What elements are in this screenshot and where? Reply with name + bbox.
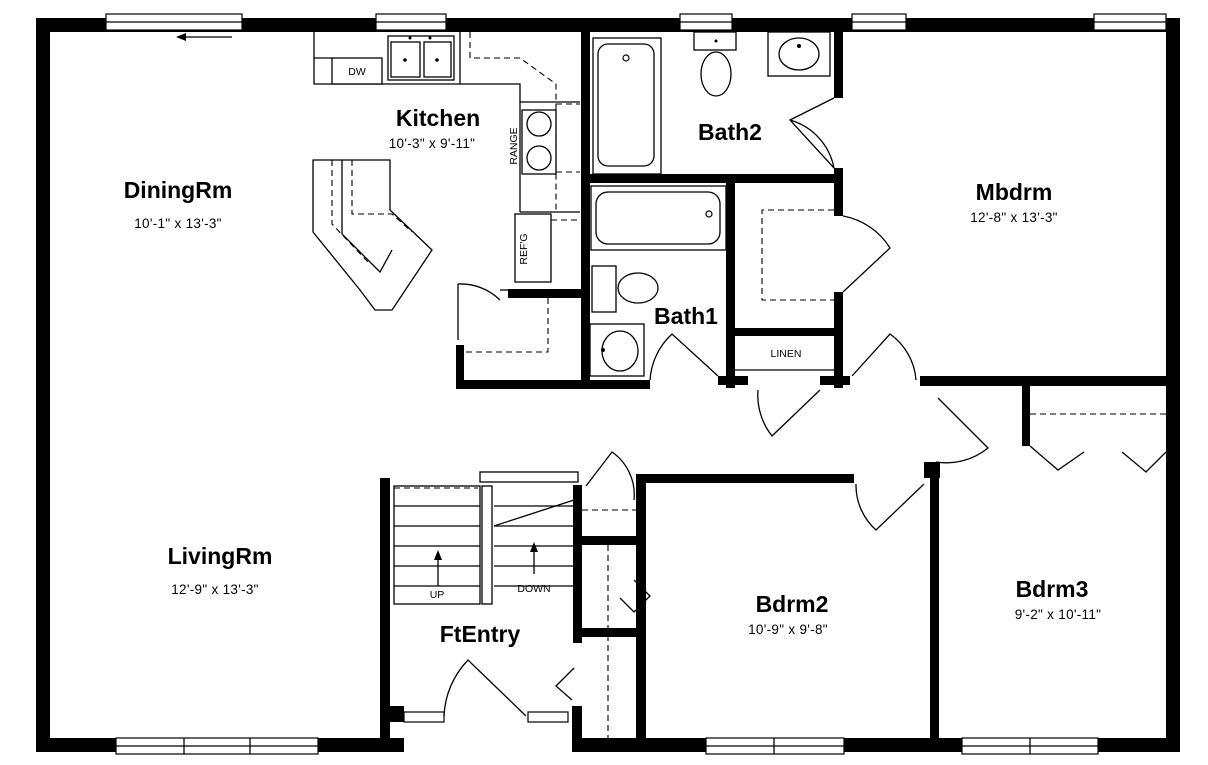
interior-walls [36,18,1180,752]
label-range: RANGE [508,127,520,164]
entry-doors [443,451,651,717]
label-up: UP [430,589,445,601]
room-name-bdrm3: Bdrm3 [1016,576,1089,602]
bdrm3-closet [1029,413,1167,473]
room-name-living: LivingRm [168,543,273,569]
fixture-labels: DW RANGE REF'G LINEN UP DOWN [348,66,801,601]
sliding-door-arrow-icon [176,33,232,41]
room-dims-dining: 10'-1" x 13'-3" [134,216,222,231]
bath2-fixtures [592,31,836,175]
label-dw: DW [348,66,366,78]
mbdrm-closet [735,209,989,531]
kitchen-fixtures [312,32,580,353]
room-dims-bdrm3: 9'-2" x 10'-11" [1015,607,1102,622]
label-down: DOWN [517,583,550,595]
label-linen: LINEN [771,348,802,360]
bath1-fixtures [589,185,727,381]
staircase [384,471,636,740]
room-name-bath1: Bath1 [654,303,718,329]
room-name-ftentry: FtEntry [440,621,521,647]
room-labels: DiningRm 10'-1" x 13'-3" Kitchen 10'-3" … [124,105,1102,647]
room-dims-bdrm2: 10'-9" x 9'-8" [748,622,828,637]
room-dims-kitchen: 10'-3" x 9'-11" [389,136,476,151]
room-name-mbdrm: Mbdrm [976,179,1053,205]
room-name-kitchen: Kitchen [396,105,480,131]
room-name-bdrm2: Bdrm2 [756,591,829,617]
room-dims-living: 12'-9" x 13'-3" [171,582,259,597]
room-name-bath2: Bath2 [698,119,762,145]
windows [105,13,1167,755]
label-refg: REF'G [518,233,530,264]
room-name-dining: DiningRm [124,177,233,203]
room-dims-mbdrm: 12'-8" x 13'-3" [970,210,1058,225]
